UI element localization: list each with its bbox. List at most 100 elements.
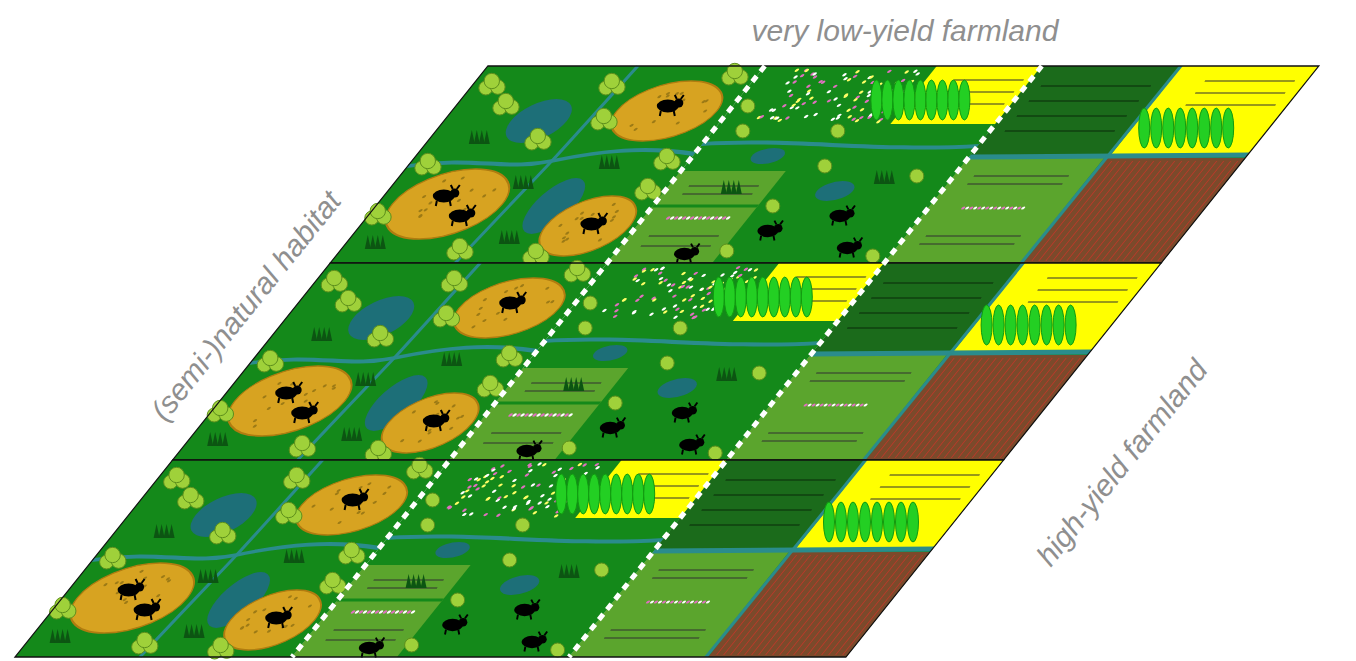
flower [489, 477, 495, 480]
flower [467, 478, 473, 481]
grass-tuft [417, 439, 423, 442]
tree [439, 305, 454, 320]
flower [688, 278, 694, 281]
poplar [790, 277, 801, 317]
flower [658, 277, 664, 280]
flower [490, 468, 496, 471]
pond [651, 378, 703, 398]
shrub [469, 130, 475, 144]
flower [687, 298, 693, 301]
flower-strip [863, 403, 869, 406]
grazer [757, 221, 783, 241]
flower [648, 313, 654, 316]
shrub [351, 427, 357, 441]
stream [700, 142, 981, 147]
grass-tuft [519, 284, 525, 287]
grazer [829, 206, 855, 226]
plough-line [1000, 358, 1080, 458]
flower [663, 279, 669, 282]
tree [720, 244, 734, 258]
flower [582, 463, 588, 466]
grass-tuft [481, 194, 487, 197]
grass-tuft [239, 626, 245, 629]
plough-line [829, 555, 909, 655]
tree [484, 73, 499, 88]
grazer-head [774, 224, 783, 233]
grass-tuft [417, 214, 423, 217]
flower [674, 308, 680, 311]
grass-tuft [123, 601, 129, 604]
stream [542, 339, 823, 344]
grass-tuft [675, 121, 681, 124]
tile-ground [884, 66, 1319, 263]
grass-tuft [469, 189, 475, 192]
grazer-head [531, 603, 540, 612]
tree [451, 593, 465, 607]
tree [498, 93, 513, 108]
flower [859, 108, 865, 111]
furrow [1195, 92, 1285, 93]
grass-tuft [544, 287, 550, 290]
shrub [889, 170, 895, 184]
flower [843, 93, 849, 96]
flower [506, 470, 512, 473]
grazer-head [466, 209, 475, 218]
zone-label: very low-yield farmland [752, 14, 1059, 47]
grass-tuft [307, 604, 313, 607]
grazer [118, 579, 145, 600]
tree [866, 249, 880, 263]
grazer-head [616, 421, 625, 430]
poplar [1029, 305, 1040, 345]
crop-field [1110, 66, 1319, 156]
flower [781, 104, 787, 107]
shrub [199, 624, 205, 638]
flower [544, 501, 550, 504]
shrub [406, 574, 412, 588]
flower [553, 514, 559, 517]
flower [774, 116, 780, 119]
flower [539, 494, 545, 497]
shrub [203, 569, 209, 583]
shrub [721, 180, 727, 194]
flower [912, 70, 918, 73]
flower [681, 281, 687, 284]
furrow [702, 509, 812, 510]
flower [793, 75, 799, 78]
grass-tuft [166, 579, 172, 582]
grazer [449, 205, 476, 226]
tree [578, 321, 592, 335]
flower [460, 495, 466, 498]
grass-tuft [303, 393, 309, 396]
field-edge [338, 598, 443, 602]
grass-tuft [336, 489, 342, 492]
tile-objects [981, 305, 1076, 345]
grazer-legs [675, 403, 698, 423]
ground [884, 66, 1319, 263]
flower [685, 285, 691, 288]
grass-tuft [245, 618, 251, 621]
shrub [456, 352, 462, 366]
flower [795, 100, 801, 103]
poplar [779, 277, 790, 317]
shrub [721, 367, 727, 381]
poplar [644, 474, 655, 514]
flower [915, 72, 921, 75]
zone-boundary [292, 66, 765, 657]
flower [820, 81, 826, 84]
tree [818, 159, 832, 173]
flower [836, 104, 842, 107]
grazer-legs [362, 638, 385, 658]
shrub [574, 564, 580, 578]
grazer-head [538, 635, 547, 644]
flower [511, 479, 517, 482]
grass-tuft [564, 232, 570, 235]
grazer-head [375, 641, 384, 650]
tree [551, 643, 565, 657]
flower [464, 489, 470, 492]
stream [384, 536, 665, 541]
grass-tuft [418, 215, 424, 218]
grass-tuft [590, 213, 596, 216]
flower-strip [568, 413, 574, 416]
shrub [169, 524, 175, 538]
shrub [609, 155, 615, 169]
